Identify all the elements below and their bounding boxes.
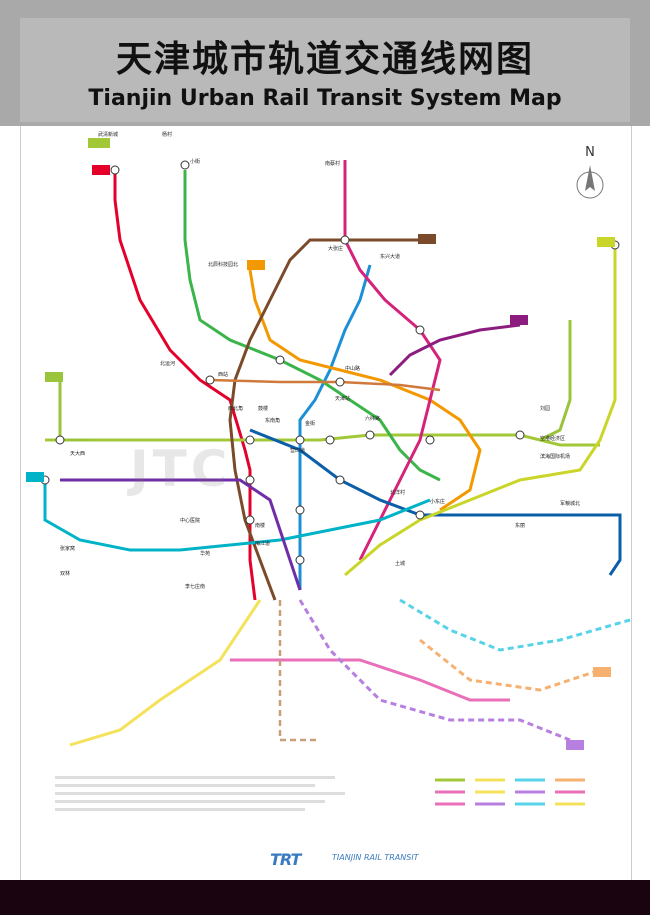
line-3	[298, 264, 372, 590]
station-label[interactable]: 西站	[218, 371, 228, 378]
line-4-north	[58, 380, 90, 442]
station-label[interactable]: 南蔡村	[325, 160, 340, 167]
station-label[interactable]: 北运河	[160, 360, 175, 367]
title-english: Tianjin Urban Rail Transit System Map	[88, 86, 562, 111]
brand-mark: TRT	[270, 850, 301, 869]
station-label[interactable]: 中山路	[345, 365, 360, 372]
line-11	[43, 480, 431, 552]
station-label[interactable]: 军粮城北	[560, 500, 580, 507]
line-cyan-south	[399, 598, 631, 652]
brand-logo: TRT TIANJIN RAIL TRANSIT	[270, 848, 430, 876]
station-label[interactable]: 天大西	[70, 450, 85, 457]
line-z1	[388, 323, 521, 377]
compass: N	[575, 145, 605, 205]
line-badges	[26, 138, 615, 750]
line-purple-south	[298, 599, 571, 742]
station-label[interactable]: 西北角	[228, 405, 243, 412]
legend	[45, 770, 605, 830]
line-1	[113, 170, 257, 601]
line-pink-south	[230, 658, 510, 702]
station-label[interactable]: 南楼	[255, 522, 265, 529]
line-10	[344, 245, 617, 577]
line-7	[228, 238, 420, 601]
station-label[interactable]: 营口道	[290, 447, 305, 454]
line-yellow-south	[69, 599, 262, 747]
station-label[interactable]: 天津站	[335, 395, 350, 402]
brand-text: TIANJIN RAIL TRANSIT	[332, 853, 419, 862]
map-frame	[20, 126, 632, 886]
station-label[interactable]: 李七庄南	[185, 583, 205, 590]
line-6	[343, 160, 442, 561]
station-label[interactable]: 空港经济区	[540, 435, 565, 442]
line-5	[248, 269, 482, 512]
line-z2	[60, 478, 302, 591]
station-label[interactable]: 东丽	[515, 522, 525, 529]
station-label[interactable]: 杨村	[162, 131, 172, 138]
station-label[interactable]: 梅江道	[255, 540, 270, 547]
station-label[interactable]: 双林	[60, 570, 70, 577]
line-9	[249, 428, 622, 576]
interchange-stations	[40, 160, 620, 565]
header-panel	[20, 18, 630, 122]
station-label[interactable]: 华苑	[200, 550, 210, 557]
station-label[interactable]: 武清新城	[98, 131, 118, 138]
station-label[interactable]: 滨海国际机场	[540, 453, 570, 460]
station-label[interactable]: 金街	[305, 420, 315, 427]
line-brown-south	[278, 600, 320, 742]
title-chinese: 天津城市轨道交通线网图	[115, 39, 534, 80]
station-label[interactable]: 鼓楼	[258, 405, 268, 412]
station-label[interactable]: 刘园	[540, 405, 550, 412]
station-label[interactable]: 中心医院	[180, 517, 200, 524]
station-label[interactable]: 大张庄	[328, 245, 343, 252]
map-header: 天津城市轨道交通线网图 Tianjin Urban Rail Transit S…	[0, 0, 650, 126]
footer-bar	[0, 880, 650, 915]
line-2	[45, 433, 600, 447]
station-label[interactable]: 土城	[395, 560, 405, 567]
station-label[interactable]: 张家窝	[60, 545, 75, 552]
station-label[interactable]: 北洋村	[390, 489, 405, 496]
station-label[interactable]: 北辰科技园北	[208, 261, 238, 268]
station-label[interactable]: 小街	[190, 158, 200, 165]
station-label[interactable]: 六纬路	[365, 415, 380, 422]
watermark: JTC	[130, 440, 232, 498]
compass-arrow-icon	[576, 165, 604, 199]
line-z4	[539, 320, 572, 442]
legend-graphic	[55, 776, 585, 811]
line-orange-south	[419, 638, 601, 692]
station-label[interactable]: 东南角	[265, 417, 280, 424]
north-label: N	[585, 145, 595, 160]
station-label[interactable]: 东兴大道	[380, 253, 400, 260]
station-label[interactable]: 小东庄	[430, 498, 445, 505]
